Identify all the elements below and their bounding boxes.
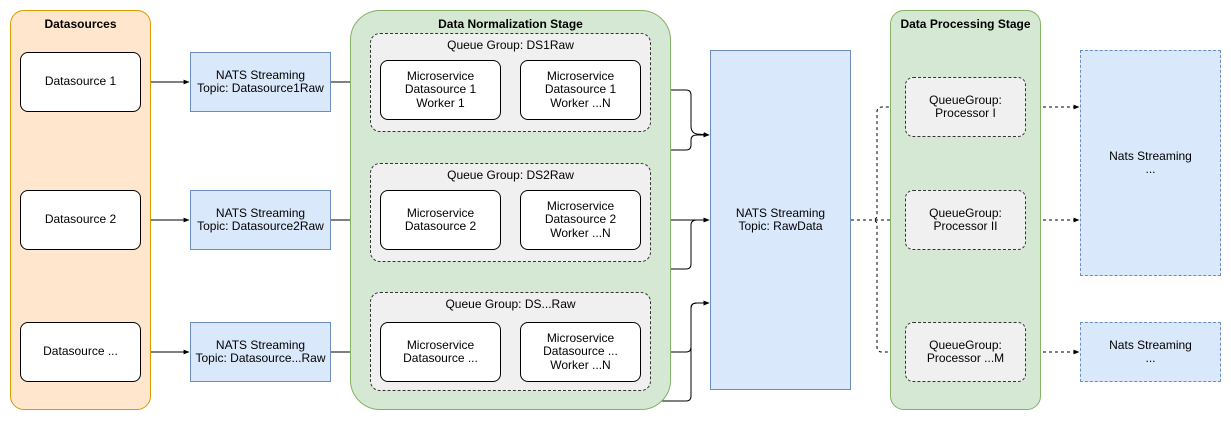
- queue-group-dsnraw-title: Queue Group: DS...Raw: [445, 297, 576, 311]
- processing-stage-title: Data Processing Stage: [900, 17, 1031, 31]
- topic-datasource2raw[interactable]: NATS Streaming Topic: Datasource2Raw: [190, 190, 331, 250]
- datasource-n[interactable]: Datasource ...: [20, 322, 141, 382]
- microservice-dsn[interactable]: Microservice Datasource ...: [380, 322, 501, 382]
- edge-raw-pm: [851, 219, 904, 355]
- microservice-dsn-worker-n[interactable]: Microservice Datasource ... Worker ...N: [520, 322, 641, 382]
- output-nats-streaming-m[interactable]: Nats Streaming ...: [1080, 322, 1221, 382]
- processor-ii[interactable]: QueueGroup: Processor II: [905, 190, 1026, 250]
- microservice-ds1-worker-1[interactable]: Microservice Datasource 1 Worker 1: [380, 60, 501, 120]
- datasources-stage-title: Datasources: [44, 17, 117, 31]
- topic-rawdata[interactable]: NATS Streaming Topic: RawData: [710, 50, 851, 390]
- microservice-ds2-worker-n[interactable]: Microservice Datasource 2 Worker ...N: [520, 190, 641, 250]
- processor-i[interactable]: QueueGroup: Processor I: [905, 77, 1026, 137]
- datasource-1[interactable]: Datasource 1: [20, 52, 141, 112]
- queue-group-ds1raw-title: Queue Group: DS1Raw: [447, 38, 574, 52]
- topic-datasource1raw[interactable]: NATS Streaming Topic: Datasource1Raw: [190, 52, 331, 112]
- microservice-ds2[interactable]: Microservice Datasource 2: [380, 190, 501, 250]
- normalization-stage-title: Data Normalization Stage: [438, 17, 583, 31]
- processor-m[interactable]: QueueGroup: Processor ...M: [905, 322, 1026, 382]
- microservice-ds1-worker-n[interactable]: Microservice Datasource 1 Worker ...N: [520, 60, 641, 120]
- queue-group-ds2raw-title: Queue Group: DS2Raw: [447, 168, 574, 182]
- edge-raw-p1: [851, 104, 904, 221]
- edge-ds1-workerN-raw: [640, 89, 710, 137]
- topic-datasourcenraw[interactable]: NATS Streaming Topic: Datasource...Raw: [190, 322, 331, 382]
- datasource-2[interactable]: Datasource 2: [20, 190, 141, 250]
- output-nats-streaming[interactable]: Nats Streaming ...: [1080, 50, 1221, 276]
- edge-dsn-workerN-raw: [640, 300, 710, 353]
